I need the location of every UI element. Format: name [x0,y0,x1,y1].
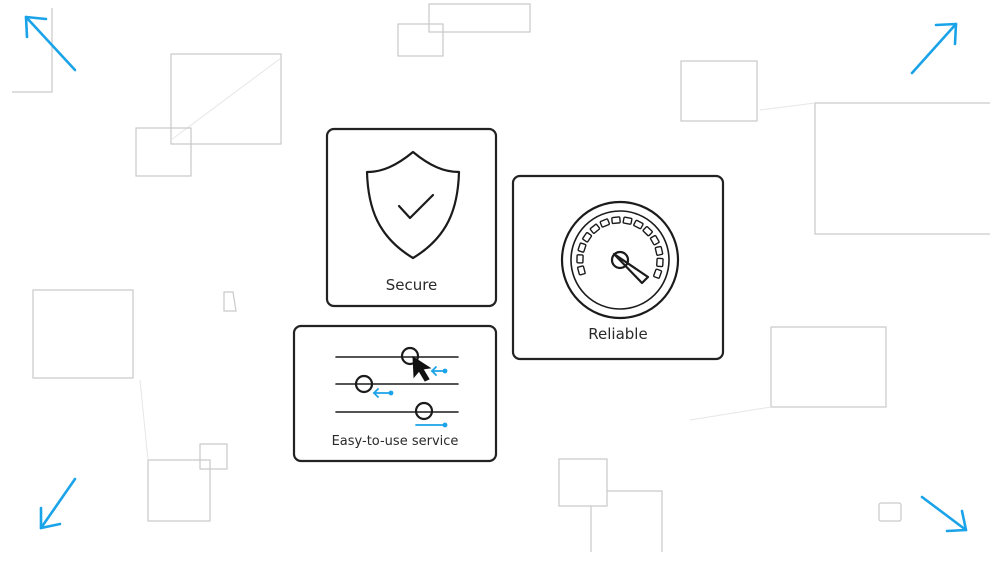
ghost-shape [170,57,282,141]
arrow-top-right-icon [910,22,958,75]
gauge-tick [611,216,621,225]
ghost-shape [607,490,663,552]
gauge-ticks [576,216,664,279]
ghost-shape [147,459,211,522]
ghost-shape [32,289,134,379]
gauge-tick [577,242,587,253]
ghost-shape [199,443,228,470]
background-shapes [12,3,990,552]
ghost-shape [139,379,149,461]
gauge-tick [589,223,601,234]
gauge-tick [652,268,663,279]
ghost-shape [689,406,772,421]
ghost-shape [680,60,758,122]
sliders-icon [335,346,459,428]
gauge-tick [582,231,593,243]
ghost-shape [558,458,608,507]
shield-check-icon [365,150,461,260]
ghost-shape [135,127,192,177]
reliable-label: Reliable [588,325,648,343]
arrow-bottom-right-icon [920,495,968,533]
gauge-tick [654,245,664,256]
ghost-shape [170,53,282,145]
arrow-top-left-icon [24,15,77,72]
ghost-shape [223,291,237,312]
slider-track [335,346,459,366]
ghost-shape [397,23,444,57]
arrow-bottom-left-icon [39,477,77,530]
gauge-tick [649,234,660,246]
drag-indicator-icon [372,388,394,398]
secure-label: Secure [385,276,438,294]
speedometer-icon [560,200,680,320]
easy-label: Easy-to-use service [331,434,459,449]
secure-card [325,127,498,308]
gauge-tick [642,225,653,237]
ghost-shape [770,326,887,408]
gauge-tick [633,219,644,230]
ghost-shape [759,102,816,111]
gauge-tick [656,257,664,268]
slider-track [335,374,459,394]
gauge-tick [576,265,586,276]
slider-track [335,401,459,421]
easy-card [292,324,498,463]
gauge-tick [576,254,584,264]
ghost-shape [428,3,531,33]
gauge-tick [622,216,633,225]
ghost-shape [878,502,902,522]
ghost-shape [12,8,53,93]
drag-indicator-icon [430,366,448,376]
ghost-shape [814,102,990,235]
drag-indicator-icon [415,422,448,428]
reliable-card [511,174,725,361]
cursor-icon [412,356,432,382]
gauge-tick [599,218,611,228]
